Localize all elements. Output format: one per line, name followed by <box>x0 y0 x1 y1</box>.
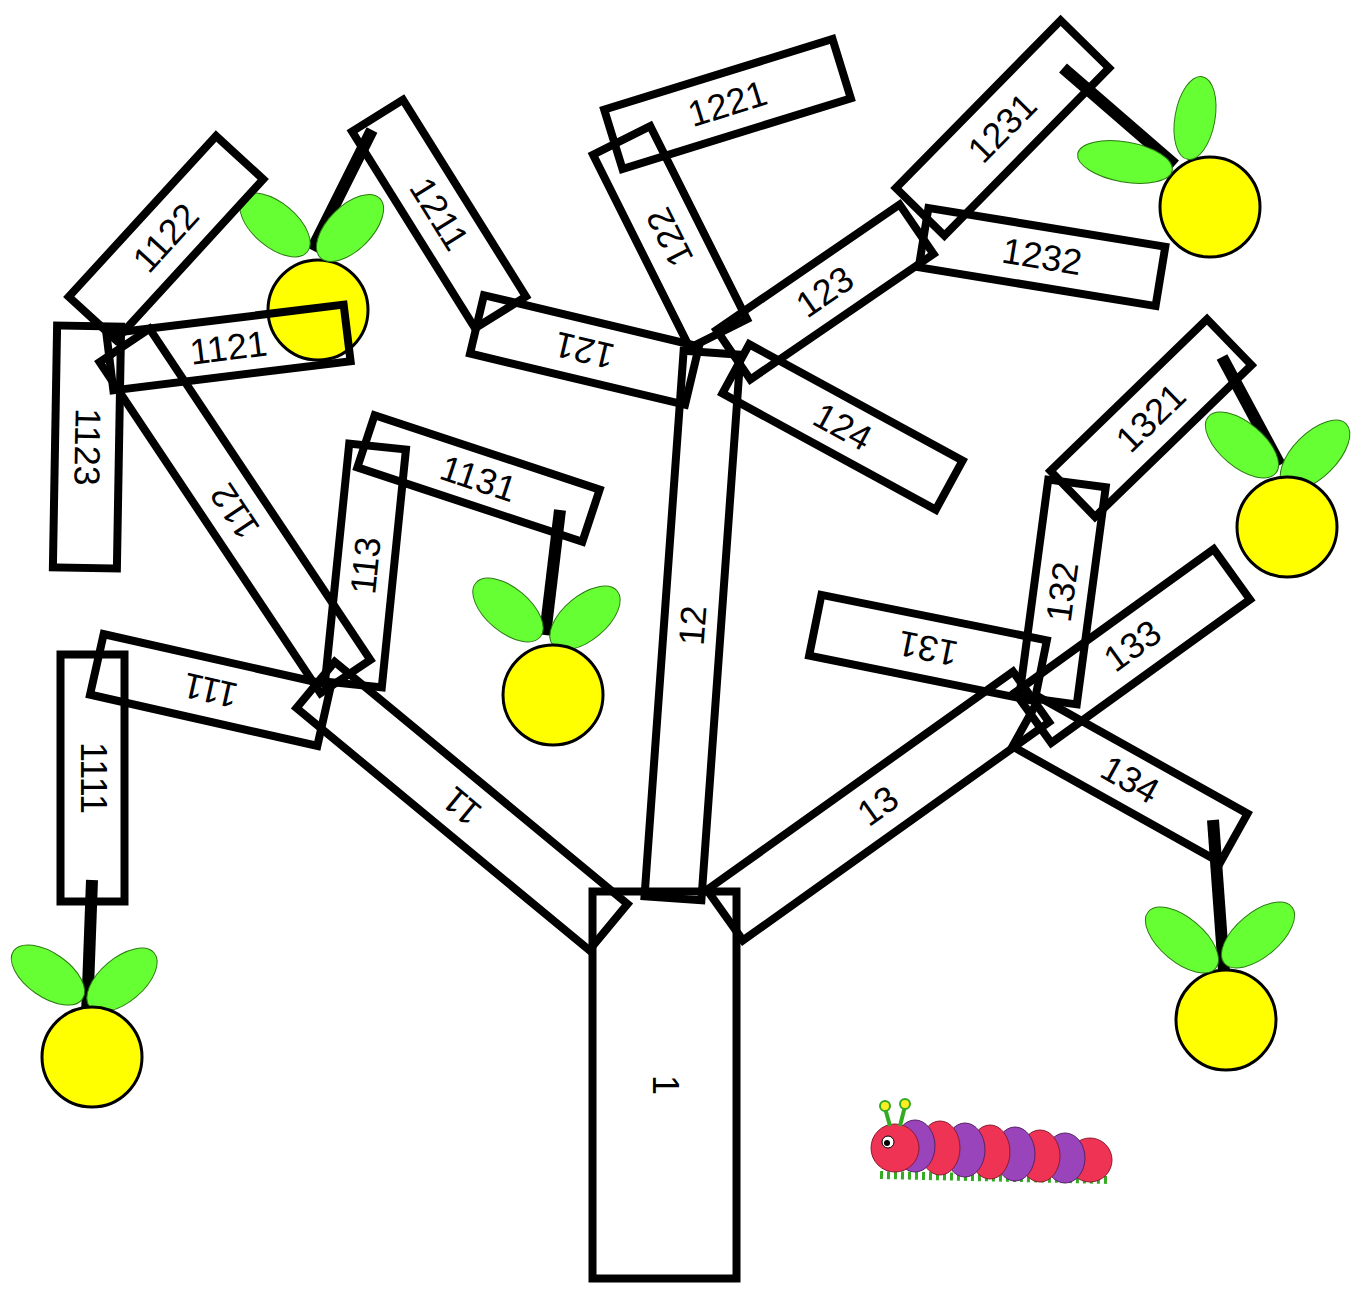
branch-number: 123 <box>790 260 860 324</box>
branch-number: 112 <box>204 477 266 545</box>
branch-box: 132 <box>1014 475 1109 709</box>
apple <box>1 880 168 1107</box>
branch-number: 1321 <box>1110 377 1193 459</box>
apple <box>1134 820 1306 1070</box>
branch-number: 1111 <box>74 742 110 814</box>
branch-box: 12 <box>640 346 745 904</box>
branch-box: 121 <box>465 290 704 409</box>
branch-number: 131 <box>895 624 961 671</box>
branch-box: 1321 <box>1045 314 1257 523</box>
branch-box: 1111 <box>56 651 128 906</box>
branch-number: 1231 <box>961 87 1043 169</box>
branch-box: 1131 <box>352 410 604 547</box>
branch-box: 134 <box>1007 692 1253 868</box>
branch-box: 113 <box>320 439 410 691</box>
branch-number: 134 <box>1095 750 1165 811</box>
branch-number: 1131 <box>436 449 521 507</box>
branch-number: 1232 <box>1000 233 1085 281</box>
branch-box: 13 <box>701 666 1054 946</box>
branch-number: 122 <box>640 202 699 272</box>
branch-box: 1221 <box>599 34 856 174</box>
branch-number: 124 <box>807 397 877 457</box>
branch-number: 121 <box>551 326 618 375</box>
branch-box: 123 <box>711 199 939 385</box>
branch-box: 1 <box>588 888 740 1283</box>
branch-number: 1122 <box>127 197 206 278</box>
branch-box: 124 <box>716 339 967 515</box>
branch-number: 1221 <box>683 75 770 133</box>
caterpillar <box>871 1099 1112 1183</box>
branch-box: 1123 <box>49 321 125 572</box>
apple <box>1194 357 1355 577</box>
branch-box: 112 <box>94 323 376 699</box>
branch-number: 11 <box>436 780 488 832</box>
branch-number: 113 <box>344 535 386 596</box>
branch-number: 1123 <box>68 408 105 486</box>
branch-number: 132 <box>1040 560 1084 624</box>
branch-number: 13 <box>851 780 905 833</box>
branch-number: 1211 <box>403 172 475 257</box>
branch-number: 12 <box>673 604 712 647</box>
apple <box>1063 68 1260 257</box>
branch-box: 11 <box>291 656 633 956</box>
branch-box: 1232 <box>914 203 1170 310</box>
branch-number: 111 <box>179 666 240 713</box>
branch-number: 1 <box>646 1075 682 1095</box>
branch-box: 1122 <box>63 130 269 345</box>
branch-number: 133 <box>1097 614 1167 678</box>
branch-box: 1121 <box>101 300 354 395</box>
branch-box: 1211 <box>347 94 532 334</box>
apple <box>462 510 632 745</box>
branch-box: 122 <box>588 121 753 354</box>
branch-number: 1121 <box>187 324 268 369</box>
